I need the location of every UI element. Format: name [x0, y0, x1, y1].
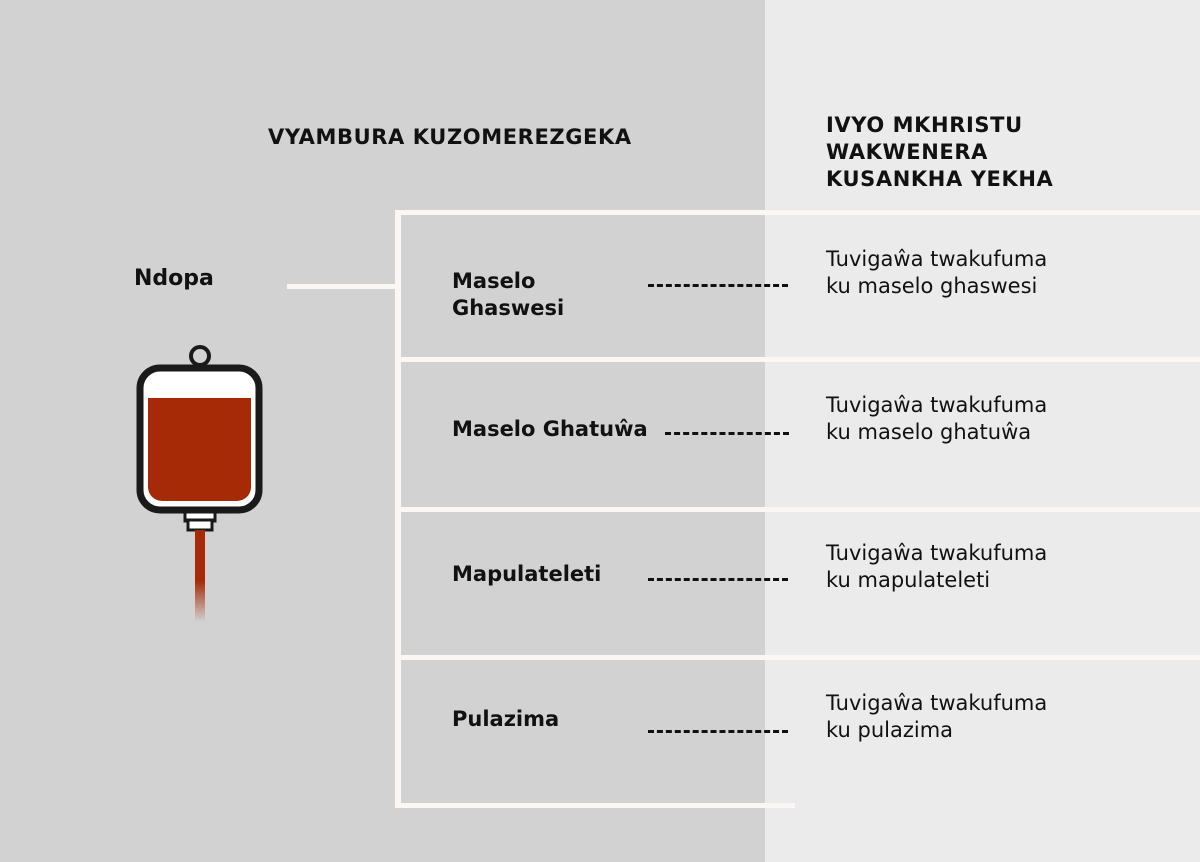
heading-line: KUSANKHA YEKHA [826, 167, 1054, 191]
dashed-connector [648, 284, 788, 287]
source-connector-line [287, 284, 400, 289]
description-line: Tuvigaŵa twakufuma [826, 541, 1048, 565]
dashed-connector [648, 578, 788, 581]
personal-decision-heading: IVYO MKHRISTU WAKWENERA KUSANKHA YEKHA [826, 112, 1126, 193]
row-divider-bottom [395, 803, 795, 808]
source-label: Ndopa [134, 266, 214, 291]
dashed-connector [648, 730, 788, 733]
description-line: Tuvigaŵa twakufuma [826, 691, 1048, 715]
dashed-connector [665, 432, 789, 435]
description-line: Tuvigaŵa twakufuma [826, 247, 1048, 271]
row-divider-3 [395, 655, 1200, 660]
description-line: Tuvigaŵa twakufuma [826, 393, 1048, 417]
heading-line: WAKWENERA [826, 140, 988, 164]
description-line: ku mapulateleti [826, 568, 991, 592]
description-line: ku maselo ghatuŵa [826, 420, 1032, 444]
row-divider-2 [395, 507, 1200, 512]
description-line: ku pulazima [826, 718, 954, 742]
fraction-description: Tuvigaŵa twakufuma ku pulazima [826, 690, 1146, 744]
heading-line: IVYO MKHRISTU [826, 113, 1023, 137]
fraction-description: Tuvigaŵa twakufuma ku maselo ghaswesi [826, 246, 1146, 300]
fraction-description: Tuvigaŵa twakufuma ku mapulateleti [826, 540, 1146, 594]
row-divider-top [395, 210, 1200, 215]
description-line: ku maselo ghaswesi [826, 274, 1038, 298]
fraction-description: Tuvigaŵa twakufuma ku maselo ghatuŵa [826, 392, 1146, 446]
row-divider-1 [395, 357, 1200, 362]
component-label: Mapulateleti [452, 562, 602, 586]
blood-bag-icon [128, 342, 272, 630]
component-label: Maselo Ghatuŵa [452, 417, 648, 441]
allowed-items-heading: VYAMBURA KUZOMEREZGEKA [268, 125, 632, 149]
right-panel-background [765, 0, 1200, 862]
component-label: Pulazima [452, 707, 560, 731]
left-panel-background [0, 0, 765, 862]
